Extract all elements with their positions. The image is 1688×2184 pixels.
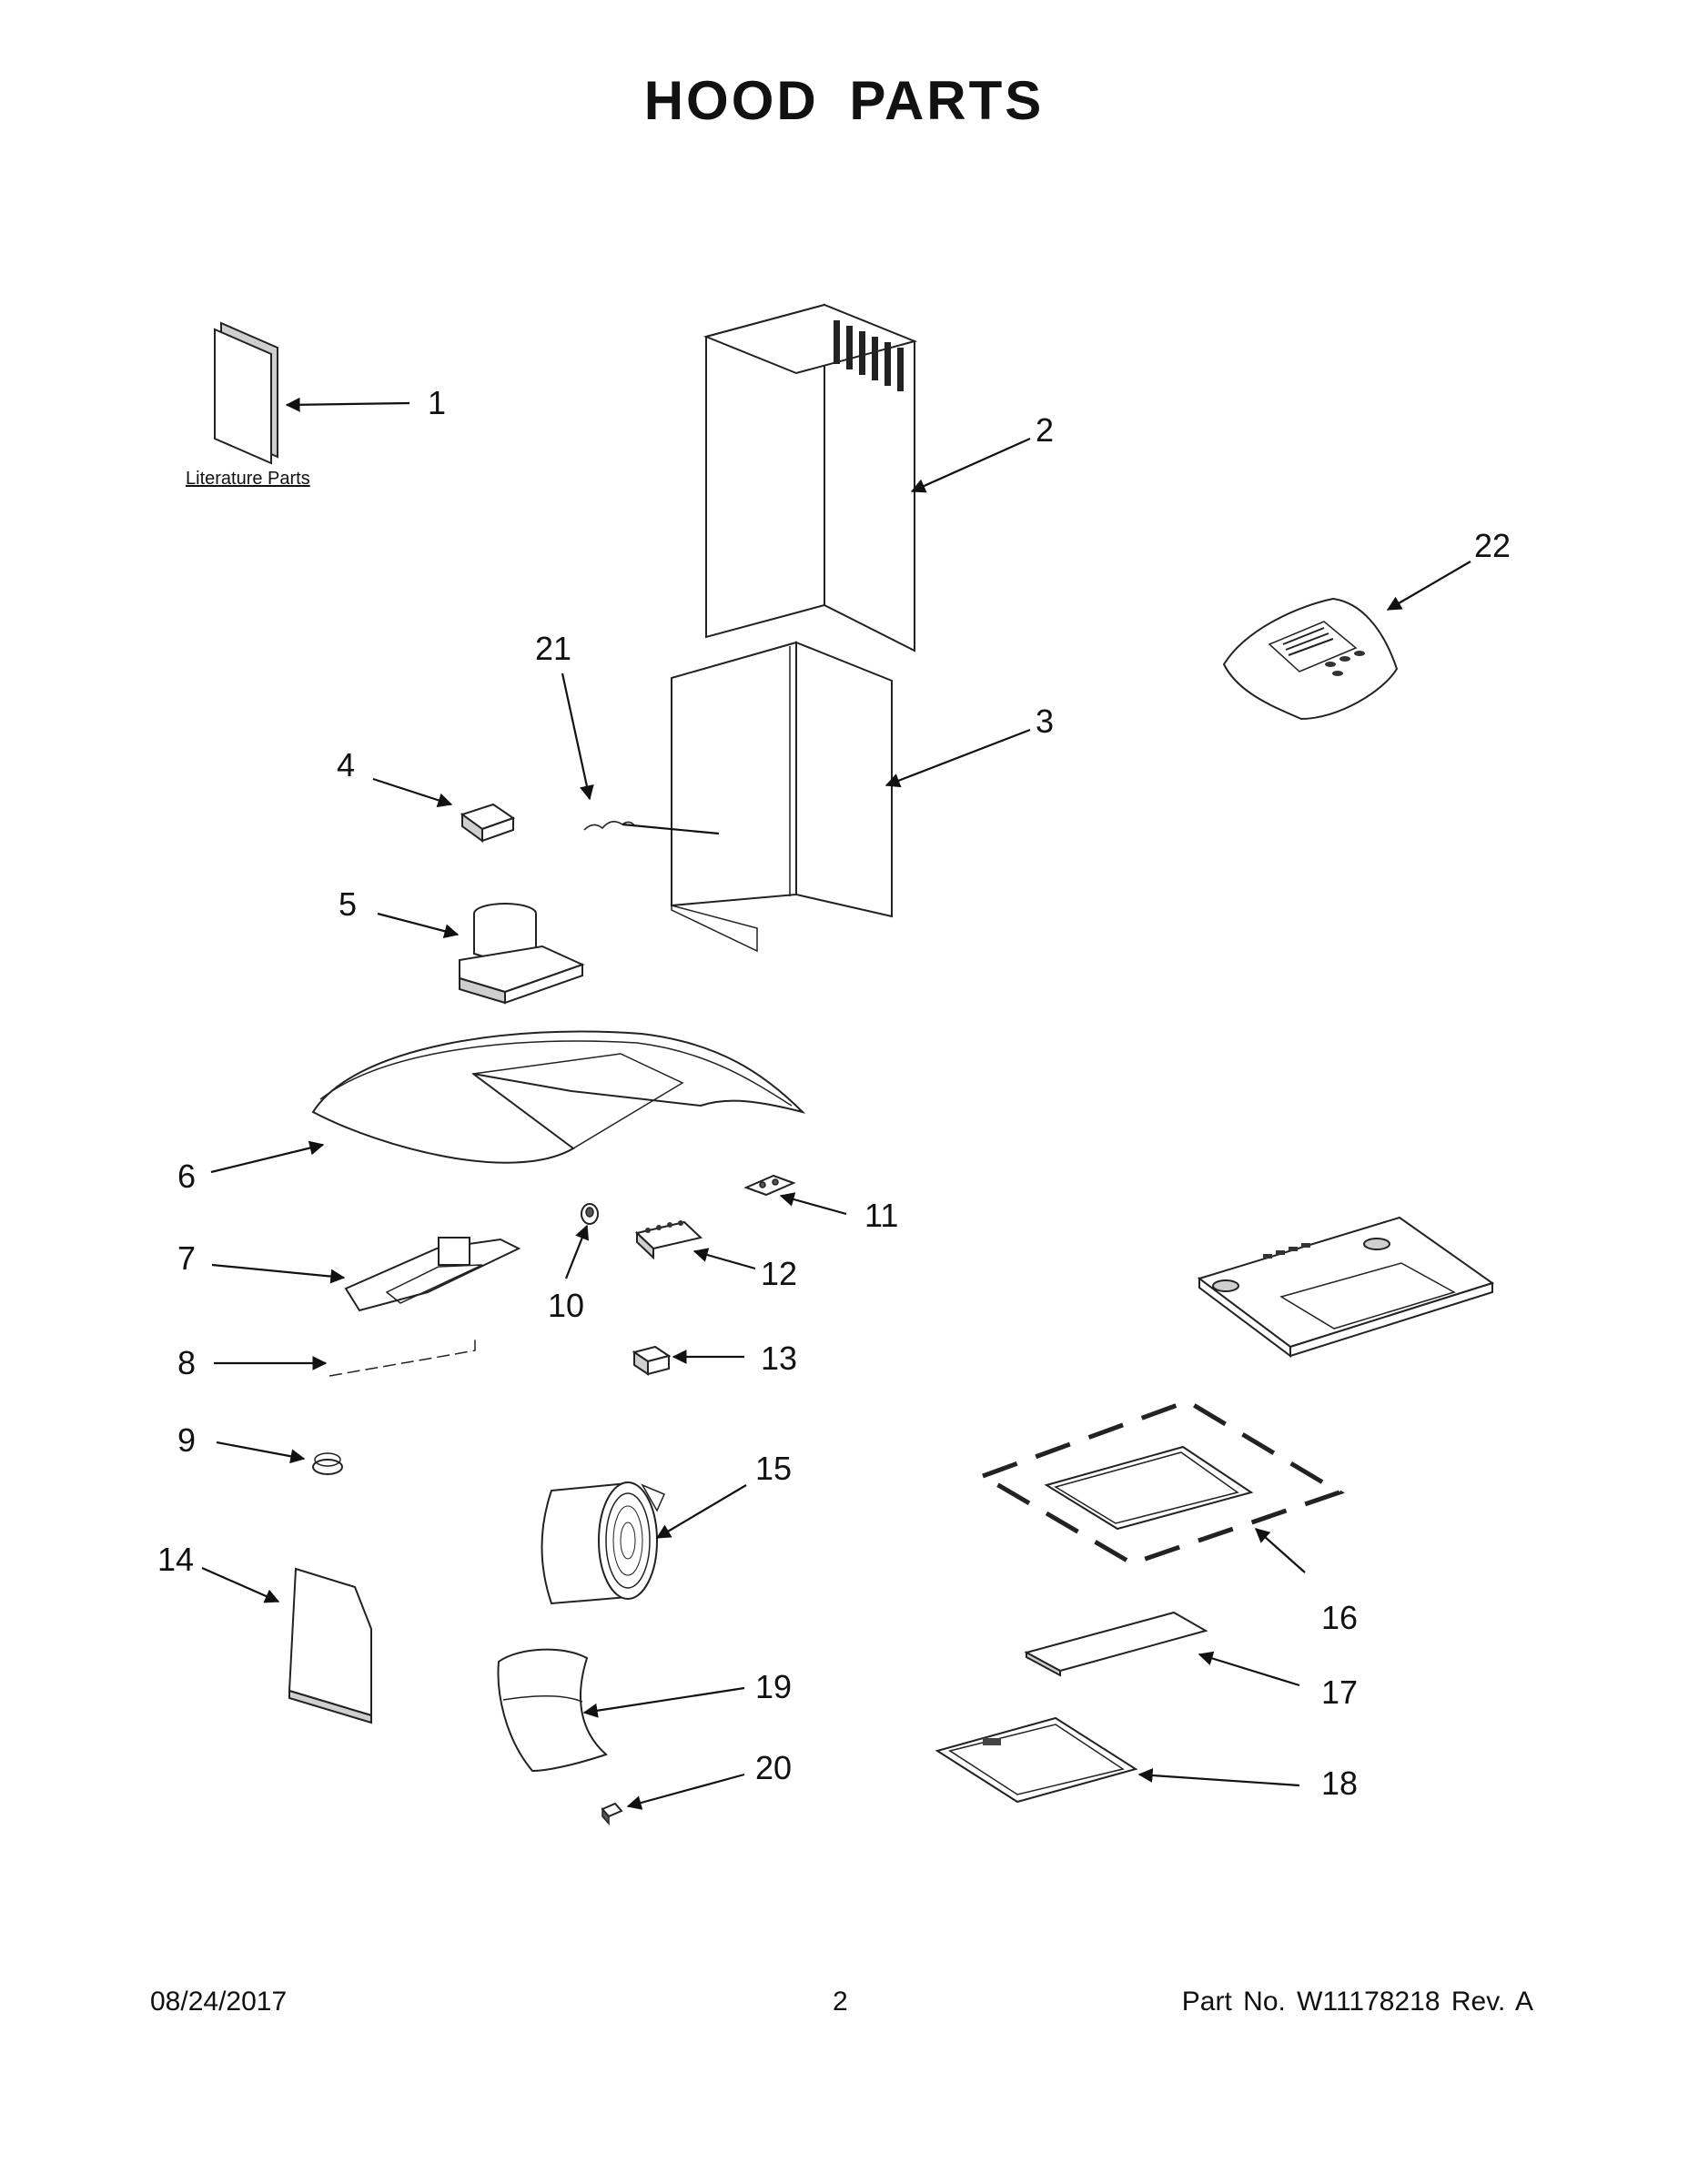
page-title: HOOD PARTS [643, 70, 1045, 131]
part-13-connector [632, 1345, 672, 1376]
part-20-screw [601, 1802, 623, 1825]
callout-3: 3 [1036, 703, 1054, 740]
footer-page-number: 2 [833, 1987, 848, 2017]
part-14-filter-panel [288, 1567, 372, 1724]
callout-11: 11 [864, 1197, 898, 1234]
callout-20: 20 [755, 1749, 792, 1786]
callout-19: 19 [755, 1668, 792, 1705]
assembled-hood-reference [1197, 1216, 1495, 1358]
part-11-control-board [743, 1174, 796, 1197]
callout-18: 18 [1321, 1764, 1358, 1802]
callout-6: 6 [177, 1158, 196, 1195]
part-10-knob [581, 1203, 599, 1225]
callout-2: 2 [1036, 411, 1054, 449]
part-18-grease-filter [935, 1716, 1138, 1804]
callout-12: 12 [761, 1255, 797, 1292]
callout-5: 5 [339, 885, 357, 923]
callout-numbers: 1 2 3 4 5 6 7 8 9 10 11 12 13 14 15 16 1… [157, 384, 1511, 1802]
callout-7: 7 [177, 1239, 196, 1277]
part-22-remote-control [1222, 597, 1399, 721]
part-3-lower-chimney [671, 641, 893, 953]
part-8-wire-harness [329, 1336, 476, 1377]
part-4-bracket [460, 803, 516, 843]
callout-21: 21 [535, 630, 571, 667]
part-12-switch-panel [634, 1220, 703, 1260]
part-9-light-socket [312, 1452, 343, 1475]
part-17-glass-plate [1024, 1611, 1208, 1677]
callout-9: 9 [177, 1421, 196, 1459]
leader-lines [201, 397, 1471, 1810]
literature-parts-label: Literature Parts [186, 469, 310, 489]
part-19-scroll-housing [497, 1648, 608, 1773]
footer-date: 08/24/2017 [150, 1987, 288, 2017]
callout-4: 4 [337, 746, 355, 784]
part-16-light-panel [977, 1399, 1345, 1566]
callout-17: 17 [1321, 1673, 1358, 1711]
part-1-literature-booklet: Literature Parts [186, 321, 310, 489]
callout-1: 1 [428, 384, 446, 421]
callout-13: 13 [761, 1340, 797, 1377]
callout-10: 10 [548, 1287, 584, 1324]
callout-22: 22 [1474, 527, 1511, 564]
part-6-glass-canopy [311, 1030, 806, 1164]
part-7-control-housing [344, 1237, 521, 1312]
callout-15: 15 [755, 1450, 792, 1487]
callout-16: 16 [1321, 1599, 1358, 1636]
part-15-blower-motor [541, 1481, 665, 1605]
callout-8: 8 [177, 1344, 196, 1381]
part-5-blower-adapter [459, 903, 585, 1005]
footer-part-number: Part No. W11178218 Rev. A [1181, 1987, 1533, 2017]
part-21-logo-badge [583, 821, 720, 835]
callout-14: 14 [157, 1541, 194, 1578]
part-2-upper-chimney [702, 303, 918, 652]
